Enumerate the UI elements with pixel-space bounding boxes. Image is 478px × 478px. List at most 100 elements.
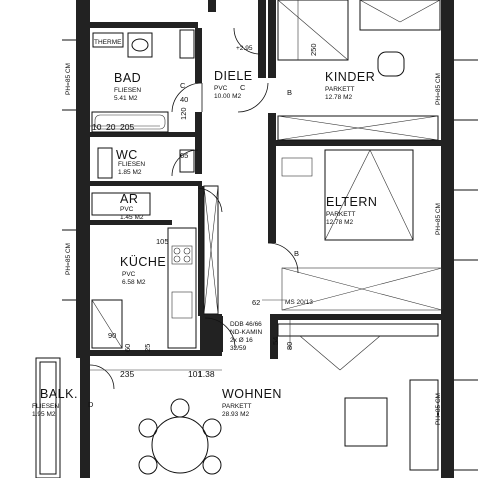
door-kueche — [204, 317, 236, 349]
ph-right-label: PH=85 CM — [435, 73, 442, 105]
door-wc — [171, 149, 199, 177]
eltern-bed — [324, 149, 414, 241]
room-material-kueche: PVC — [122, 271, 136, 278]
room-area-ar: 1.45 M2 — [120, 214, 144, 221]
room-name-balk: BALK. — [40, 387, 78, 401]
kitchen-sink — [171, 291, 193, 319]
room-material-balk: FLIESEN — [32, 403, 59, 410]
sink-wc — [179, 149, 195, 173]
kinder-chair — [377, 51, 405, 77]
coffee-table — [344, 397, 388, 447]
dim-62: 62 — [252, 298, 260, 307]
room-area-diele: 10.00 M2 — [214, 93, 241, 100]
door-bad — [171, 82, 203, 113]
room-name-diele: DIELE — [214, 69, 253, 83]
room-area-wohnen: 28.93 M2 — [222, 411, 249, 418]
room-name-eltern: ELTERN — [326, 195, 377, 209]
ph-right-label-3: PH=85 CM — [435, 393, 442, 425]
annotations: THERME +2.95 MS 20/13 DDB 46/66 ND-KAMIN… — [65, 39, 442, 425]
room-area-kinder: 12.78 M2 — [325, 94, 352, 101]
dim-25: 25 — [143, 344, 152, 352]
dim-120: 120 — [179, 107, 188, 120]
flue-label: 2x Ø 16 — [230, 337, 253, 344]
dim-54: 54 — [271, 337, 280, 345]
diele-closet — [203, 185, 219, 315]
room-area-eltern: 12.78 M2 — [326, 219, 353, 226]
dim-10: 10 — [92, 122, 102, 132]
room-name-kinder: KINDER — [325, 70, 375, 84]
door-ar — [197, 187, 223, 213]
door-kinder — [237, 82, 269, 113]
dim-250: 250 — [309, 43, 318, 56]
dim-65: 65 — [180, 151, 188, 160]
dim-90: 90 — [108, 331, 116, 340]
dimension-numbers: 10 20 205 120 250 105 62 235 101 1.38 25… — [88, 43, 318, 409]
door-balcony — [89, 364, 115, 390]
dim-40: 40 — [180, 95, 188, 104]
kinder-bed — [277, 0, 349, 61]
therme-box — [92, 32, 124, 48]
room-area-balk: 1.95 M2 — [32, 411, 56, 418]
room-name-bad: BAD — [114, 71, 141, 85]
eltern-wardrobe — [281, 267, 443, 311]
level-label: +2.95 — [236, 45, 253, 52]
room-material-kinder: PARKETT — [325, 86, 355, 93]
ph-right-label-2: PH=85 CM — [435, 203, 442, 235]
door-mark-c-2: C — [240, 83, 246, 92]
room-area-wc: 1.85 M2 — [118, 169, 142, 176]
dim-205: 205 — [120, 122, 134, 132]
bathtub — [91, 111, 169, 133]
room-area-kueche: 6.58 M2 — [122, 279, 146, 286]
dim-80: 80 — [285, 342, 294, 350]
fridge-block — [91, 299, 123, 349]
walls — [76, 0, 454, 478]
room-name-ar: AR — [120, 192, 138, 206]
kinder-desk — [359, 0, 441, 31]
ph-left-label: PH=85 CM — [65, 63, 72, 95]
dim-138: 1.38 — [198, 369, 215, 379]
stove — [171, 245, 193, 265]
room-material-diele: PVC — [214, 85, 228, 92]
kinder-wardrobe — [277, 115, 439, 141]
ar-shelf — [91, 192, 151, 216]
toilet-bad — [179, 29, 195, 59]
fixtures — [35, 0, 478, 478]
room-labels: BAD FLIESEN 5.41 M2 DIELE PVC 10.00 M2 K… — [32, 69, 377, 418]
room-material-eltern: PARKETT — [326, 211, 356, 218]
room-name-kueche: KÜCHE — [120, 255, 166, 269]
washbasin — [127, 32, 153, 58]
living-shelf — [277, 323, 439, 337]
door-mark-b-2: B — [294, 249, 299, 258]
nd-label: ND-KAMIN — [230, 329, 262, 336]
room-name-wohnen: WOHNEN — [222, 387, 282, 401]
sofa — [409, 379, 439, 471]
room-material-ar: PVC — [120, 206, 134, 213]
dim-105: 105 — [156, 237, 169, 246]
dimension-lines — [90, 0, 299, 371]
ph-left-label-2: PH=85 CM — [65, 243, 72, 275]
dim-235: 235 — [120, 369, 134, 379]
dim-60: 60 — [123, 344, 132, 352]
toilet-wc — [97, 147, 113, 179]
room-name-wc: WC — [116, 148, 138, 162]
balcony — [35, 357, 61, 478]
kitchen-counter — [167, 227, 197, 349]
ms-label: MS 20/13 — [285, 299, 313, 306]
room-material-wohnen: PARKETT — [222, 403, 252, 410]
ddb-label: DDB 46/66 — [230, 321, 262, 328]
therme-label: THERME — [94, 39, 122, 46]
door-mark-b: B — [287, 88, 292, 97]
flue2-label: 32/59 — [230, 345, 247, 352]
room-material-bad: FLIESEN — [114, 87, 141, 94]
door-mark-c: C — [180, 81, 186, 90]
doors — [89, 27, 299, 390]
room-area-bad: 5.41 M2 — [114, 95, 138, 102]
door-mark-d: D — [88, 400, 94, 409]
door-entry — [233, 27, 261, 55]
dim-101: 101 — [188, 369, 202, 379]
dining-table — [151, 416, 209, 474]
room-material-wc: FLIESEN — [118, 161, 145, 168]
dim-20: 20 — [106, 122, 116, 132]
door-eltern — [267, 242, 299, 274]
